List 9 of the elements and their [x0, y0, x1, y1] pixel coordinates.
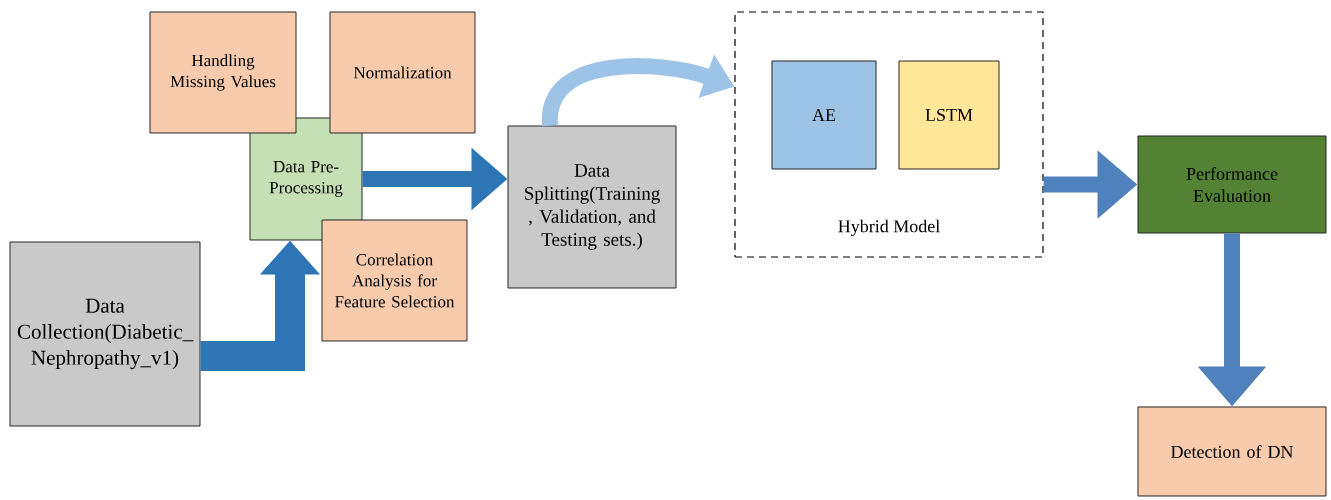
process-box: Normalization [329, 11, 476, 134]
process-box: Data Collection(Diabetic_ Nephropathy_v1) [9, 241, 201, 427]
process-box: LSTM [898, 60, 1000, 170]
process-box: AE [771, 60, 877, 170]
process-box: Detection of DN [1137, 406, 1327, 497]
process-box: Performance Evaluation [1137, 135, 1327, 234]
process-box: Correlation Analysis for Feature Selection [321, 219, 468, 342]
process-box: Data Splitting(Training , Validation, and Testing sets.) [507, 125, 677, 289]
process-box: Handling Missing Values [149, 11, 297, 134]
